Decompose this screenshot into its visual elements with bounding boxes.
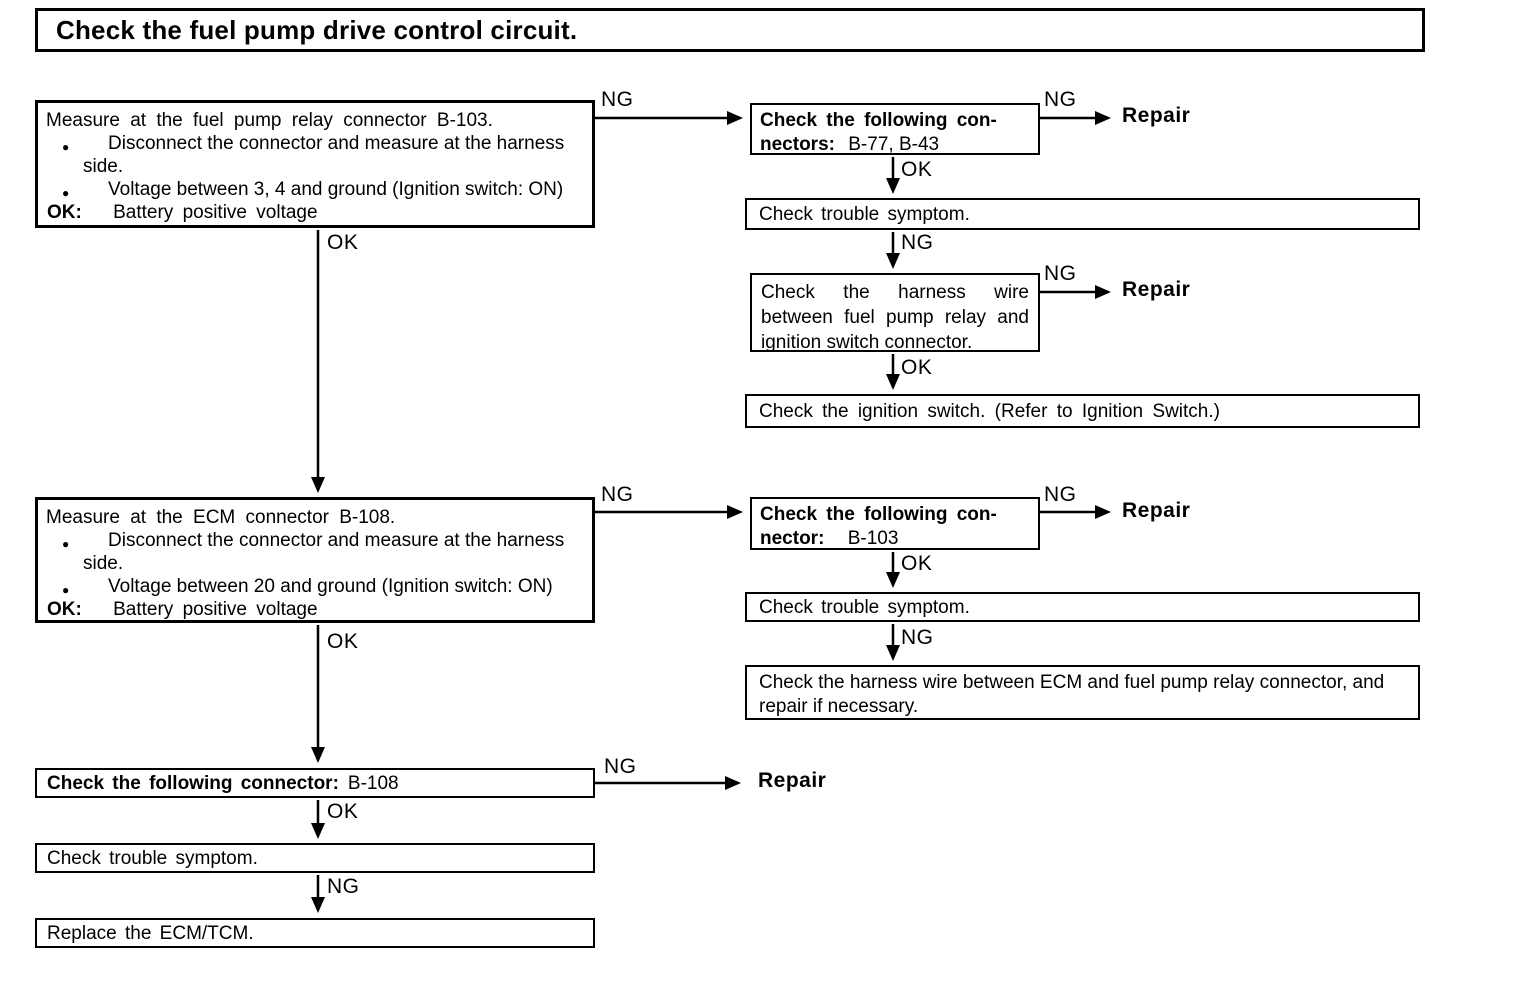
- box-text: Replace the ECM/TCM.: [47, 922, 254, 944]
- repair-label: Repair: [758, 769, 827, 792]
- box-check-ignition-switch: Check the ignition switch. (Refer to Ign…: [745, 394, 1420, 428]
- ok-label: OK: [901, 158, 933, 181]
- ng-label: NG: [601, 483, 634, 506]
- ng-label: NG: [1044, 262, 1077, 285]
- ok-label: OK: [327, 630, 359, 653]
- ng-label: NG: [901, 626, 934, 649]
- ok-prefix: OK:: [47, 202, 82, 223]
- box-check-trouble-symptom-2: Check trouble symptom.: [745, 592, 1420, 622]
- box-heading-bold: nectors:: [760, 134, 835, 155]
- box-text: Check trouble symptom.: [759, 596, 970, 618]
- title-box: Check the fuel pump drive control circui…: [35, 8, 1425, 52]
- ok-value: Battery positive voltage: [113, 599, 318, 620]
- box-heading-bold: Check the following connector:: [47, 772, 339, 794]
- box-replace-ecm-tcm: Replace the ECM/TCM.: [35, 918, 595, 948]
- bullet-icon: ●: [62, 186, 70, 200]
- ok-value: Battery positive voltage: [113, 202, 318, 223]
- box-check-connectors-b77-b43: Check the following con- nectors: B-77, …: [750, 103, 1040, 155]
- connector-ids: B-77, B-43: [848, 134, 940, 155]
- box-check-harness-ecm: Check the harness wire between ECM and f…: [745, 665, 1420, 720]
- bullet-icon: ●: [62, 140, 70, 154]
- bullet-item: ● Disconnect the connector and measure a…: [46, 529, 582, 575]
- bullet-text: Disconnect the connector and measure at …: [83, 530, 565, 574]
- ok-prefix: OK:: [47, 599, 82, 620]
- ok-label: OK: [327, 800, 359, 823]
- box-check-connector-b103: Check the following con- nector: B-103: [750, 497, 1040, 550]
- bullet-icon: ●: [62, 583, 70, 597]
- box-heading: Measure at the ECM connector B-108.: [46, 507, 396, 528]
- box-text: Check the harness wire between ECM and f…: [759, 672, 1385, 717]
- box-heading: Measure at the fuel pump relay connector…: [46, 110, 493, 131]
- repair-label: Repair: [1122, 104, 1191, 127]
- ok-label: OK: [901, 552, 933, 575]
- bullet-item: ● Voltage between 3, 4 and ground (Ignit…: [46, 178, 582, 201]
- ok-row: OK: Battery positive voltage: [46, 201, 582, 224]
- ok-label: OK: [901, 356, 933, 379]
- bullet-item: ● Disconnect the connector and measure a…: [46, 132, 582, 178]
- page-title: Check the fuel pump drive control circui…: [56, 14, 578, 45]
- box-heading-bold: nector:: [760, 528, 825, 549]
- ng-label: NG: [601, 88, 634, 111]
- box-check-trouble-symptom-1: Check trouble symptom.: [745, 198, 1420, 230]
- box-check-trouble-symptom-3: Check trouble symptom.: [35, 843, 595, 873]
- bullet-text: Voltage between 20 and ground (Ignition …: [108, 576, 553, 597]
- bullet-icon: ●: [62, 537, 70, 551]
- box-heading-bold: Check the following con-: [760, 110, 997, 131]
- ng-label: NG: [901, 231, 934, 254]
- bullet-text: Voltage between 3, 4 and ground (Ignitio…: [108, 179, 564, 200]
- box-measure-ecm-connector: Measure at the ECM connector B-108. ● Di…: [35, 497, 595, 623]
- ng-label: NG: [1044, 88, 1077, 111]
- connector-ids: B-108: [347, 772, 399, 794]
- box-text: Check the harness wire between fuel pump…: [761, 282, 1029, 353]
- box-measure-fuel-pump-relay: Measure at the fuel pump relay connector…: [35, 100, 595, 228]
- repair-label: Repair: [1122, 278, 1191, 301]
- repair-label: Repair: [1122, 499, 1191, 522]
- bullet-item: ● Voltage between 20 and ground (Ignitio…: [46, 575, 582, 598]
- box-heading-bold: Check the following con-: [760, 504, 997, 525]
- box-check-harness-ignition: Check the harness wire between fuel pump…: [750, 273, 1040, 353]
- box-text: Check the ignition switch. (Refer to Ign…: [759, 400, 1220, 422]
- ok-label: OK: [327, 231, 359, 254]
- box-text: Check trouble symptom.: [47, 847, 258, 869]
- ng-label: NG: [327, 875, 360, 898]
- bullet-text: Disconnect the connector and measure at …: [83, 133, 565, 177]
- box-check-connector-b108: Check the following connector: B-108: [35, 768, 595, 798]
- ok-row: OK: Battery positive voltage: [46, 598, 582, 621]
- ng-label: NG: [604, 755, 637, 778]
- ng-label: NG: [1044, 483, 1077, 506]
- connector-ids: B-103: [847, 528, 899, 549]
- box-text: Check trouble symptom.: [759, 203, 970, 225]
